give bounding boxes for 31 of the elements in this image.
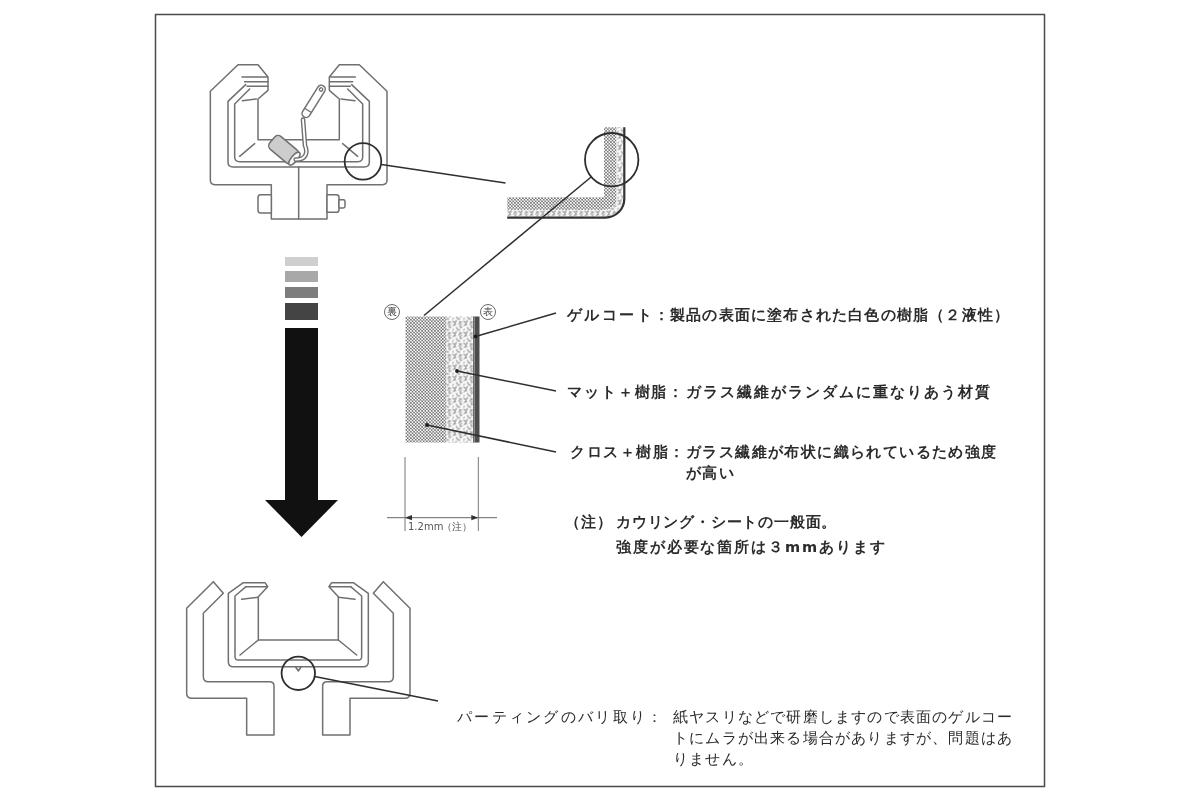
description-text: ガラス繊維が布状に織られているため強度が高い xyxy=(686,442,999,483)
description-text: ガラス繊維がランダムに重なりあう材質 xyxy=(686,382,992,402)
laminate-layer xyxy=(405,316,446,442)
note-mark: （注） xyxy=(442,520,472,533)
note-text: カウリング・シートの一般面。 xyxy=(616,512,838,532)
term-label: クロス＋樹脂： xyxy=(570,442,686,462)
description-text: 製品の表面に塗布された白色の樹脂（２液性） xyxy=(670,305,1011,325)
leader-line xyxy=(473,312,557,339)
circled-character: 表 xyxy=(480,303,497,320)
note-text: 強度が必要な箇所は３mmあります xyxy=(616,537,887,557)
leader-line xyxy=(425,423,557,453)
circled-character: 裏 xyxy=(383,303,400,320)
leader-line xyxy=(380,163,507,184)
mold-illustration xyxy=(209,63,390,221)
laminate-corner-detail xyxy=(505,125,626,220)
laminate-cross-section xyxy=(404,315,480,443)
dimension-label: 1.2mm xyxy=(408,520,444,533)
leader-line xyxy=(455,369,557,392)
description-text: 紙ヤスリなどで研磨しますので表面のゲルコートにムラが出来る場合がありますが、問題はありません。 xyxy=(673,706,1015,770)
term-label: パーティングのバリ取り： xyxy=(457,706,665,728)
laminate-layer xyxy=(472,316,479,442)
note-mark: （注） xyxy=(565,512,614,532)
laminate-layer xyxy=(446,316,473,442)
detail-circle xyxy=(344,142,383,181)
leader-line xyxy=(423,176,592,317)
mold-illustration xyxy=(185,580,412,737)
term-label: マット＋樹脂： xyxy=(567,382,686,402)
detail-circle xyxy=(584,132,640,188)
leader-line xyxy=(313,675,439,702)
detail-circle xyxy=(280,655,316,691)
block-arrow xyxy=(265,257,338,537)
